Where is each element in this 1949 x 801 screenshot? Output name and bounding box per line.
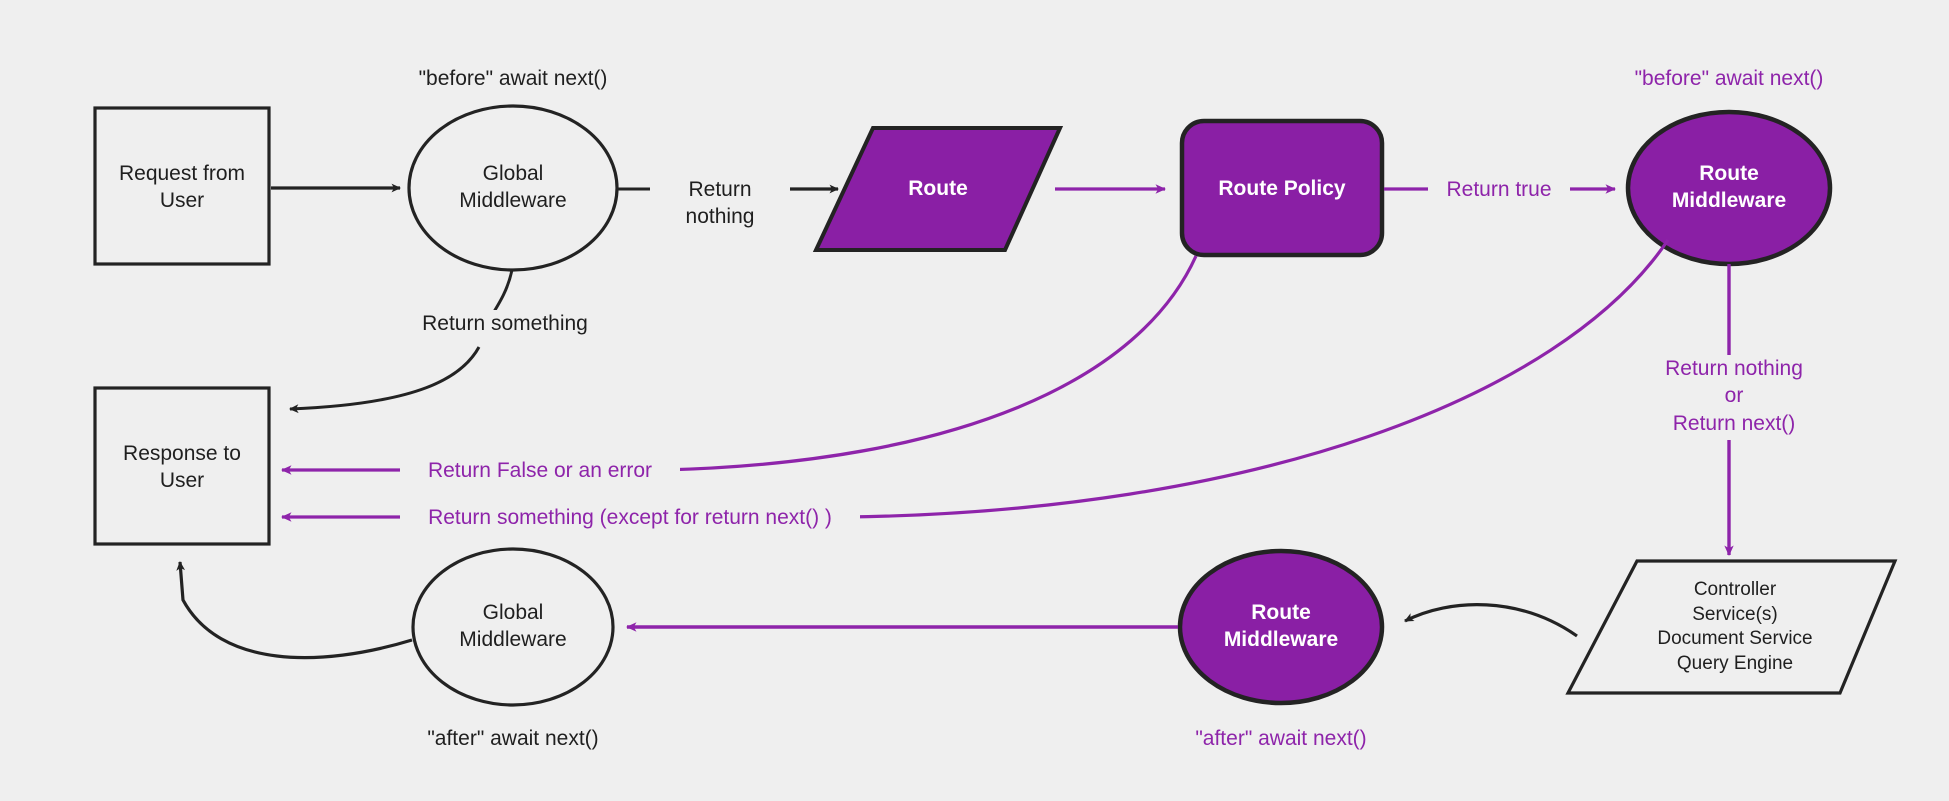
- node-route-middleware-bottom-shape: [1177, 548, 1385, 706]
- annotation-after-await-next-route: "after" await next(): [1195, 727, 1367, 750]
- node-controller-stack-shape: [1565, 559, 1898, 695]
- node-route-policy-shape: [1179, 118, 1385, 258]
- node-route-middleware-top-shape: [1625, 109, 1833, 267]
- edge-global-return-something-upper: [490, 269, 514, 316]
- edge-label-return-something-except: Return something (except for return next…: [400, 504, 860, 532]
- edge-global-return-something-lower: [289, 346, 481, 414]
- annotation-before-await-next-global: "before" await next(): [418, 67, 608, 90]
- edge-label-return-false-or-error: Return False or an error: [400, 457, 680, 485]
- edge-controller-to-route-middleware: [1404, 603, 1578, 638]
- node-response-to-user-shape: [93, 386, 271, 546]
- edge-label-return-true: Return true: [1428, 176, 1570, 204]
- node-global-middleware-top-shape: [407, 104, 619, 272]
- edge-label-return-nothing-or-next: Return nothing or Return next(): [1629, 355, 1839, 437]
- node-request-from-user-shape: [93, 106, 271, 266]
- edge-global-mw-to-response: [176, 561, 413, 660]
- edge-label-return-nothing: Return nothing: [650, 176, 790, 231]
- edge-label-return-something: Return something: [410, 310, 600, 338]
- edge-policy-return-false-curve: [663, 255, 1198, 472]
- annotation-after-await-next-global: "after" await next(): [427, 727, 599, 750]
- node-global-middleware-bottom-shape: [411, 547, 615, 707]
- edge-middleware-return-something-curve: [845, 239, 1670, 519]
- annotation-before-await-next-route: "before" await next(): [1634, 67, 1824, 90]
- node-route-shape: [812, 126, 1064, 252]
